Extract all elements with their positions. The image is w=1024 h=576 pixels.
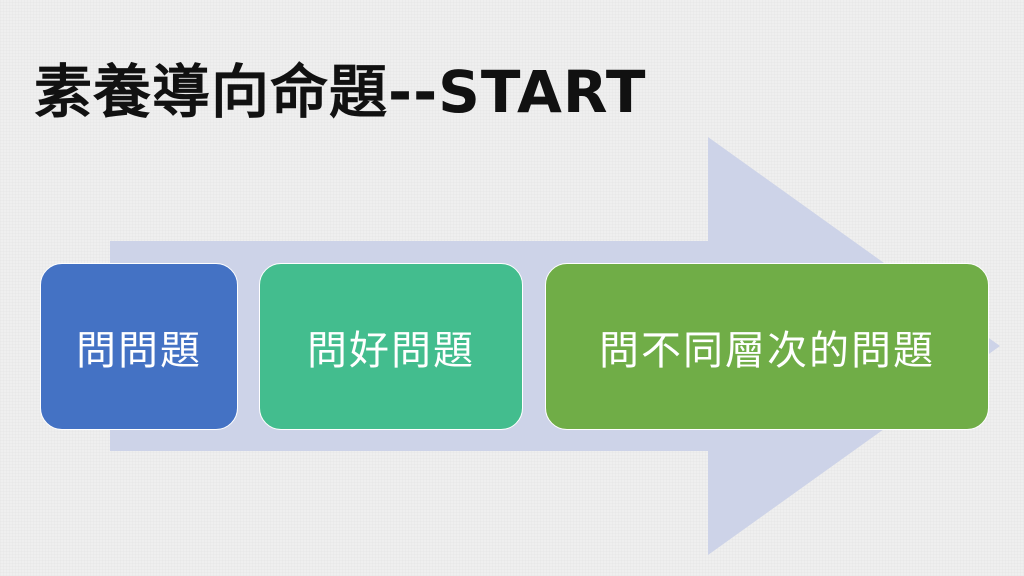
slide-title: 素養導向命題--START bbox=[34, 58, 647, 126]
step-ask-good-questions: 問好問題 bbox=[259, 263, 523, 430]
step-ask-questions: 問問題 bbox=[40, 263, 238, 430]
step-ask-different-level-questions: 問不同層次的問題 bbox=[545, 263, 989, 430]
step-label: 問不同層次的問題 bbox=[599, 327, 935, 374]
step-label: 問好問題 bbox=[307, 327, 475, 374]
step-label: 問問題 bbox=[76, 327, 202, 374]
